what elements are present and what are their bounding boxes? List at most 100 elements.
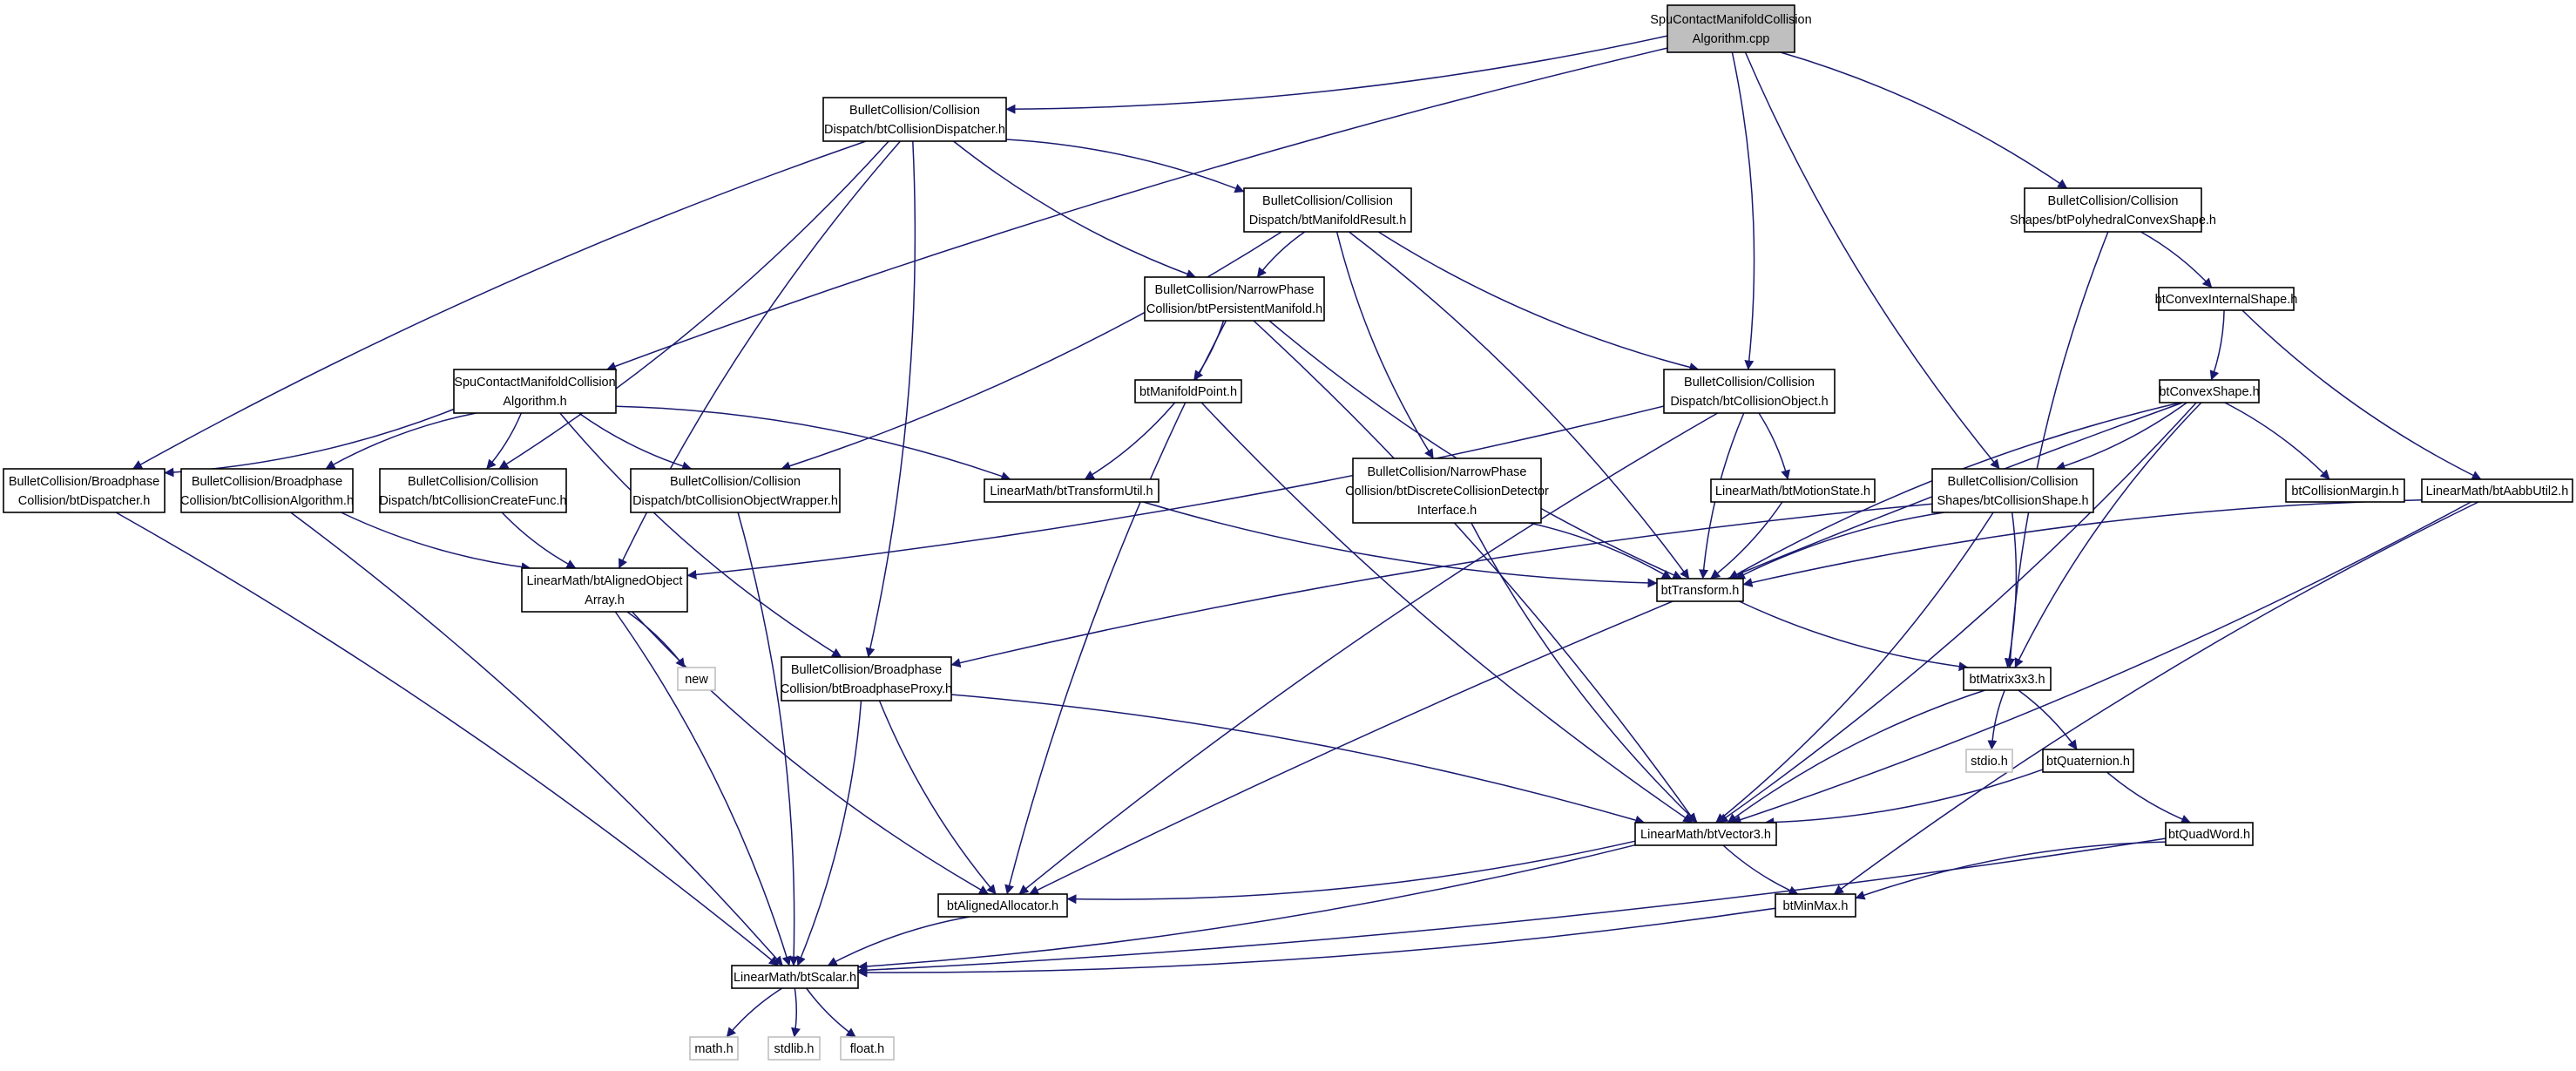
node-label-float-line-1: float.h — [850, 1042, 885, 1056]
node-label-colmargin-line-1: btCollisionMargin.h — [2291, 485, 2398, 498]
node-createfunc[interactable]: BulletCollision/CollisionDispatch/btColl… — [379, 468, 567, 513]
node-label-transform-line-1: btTransform.h — [1661, 584, 1740, 598]
node-label-objwrapper-line-2: Dispatch/btCollisionObjectWrapper.h — [632, 494, 838, 508]
node-box-colmargin — [2285, 478, 2405, 503]
node-discrete[interactable]: BulletCollision/NarrowPhaseCollision/btD… — [1345, 458, 1549, 524]
node-manifoldresult[interactable]: BulletCollision/CollisionDispatch/btMani… — [1243, 187, 1412, 233]
node-box-math — [689, 1036, 739, 1061]
node-label-proxy-line-1: BulletCollision/Broadphase — [791, 663, 942, 677]
node-label-objwrapper-line-1: BulletCollision/Collision — [670, 475, 801, 489]
node-label-stdio-line-1: stdio.h — [1971, 755, 2008, 769]
node-box-allocator — [937, 893, 1068, 918]
edge-vector3-to-scalar — [857, 844, 1636, 972]
node-label-discrete-line-2: Collision/btDiscreteCollisionDetector — [1345, 485, 1549, 498]
edge-scalar-to-float — [806, 987, 856, 1038]
edge-btdispatcher-to-scalar — [115, 512, 779, 966]
node-label-colobject-line-1: BulletCollision/Collision — [1684, 376, 1815, 390]
node-label-dispatcher-line-1: BulletCollision/Collision — [849, 104, 980, 118]
node-label-createfunc-line-1: BulletCollision/Collision — [408, 475, 538, 489]
edge-dispatcher-to-persistent — [953, 140, 1197, 279]
node-allocator[interactable]: btAlignedAllocator.h — [937, 893, 1068, 918]
node-scalar[interactable]: LinearMath/btScalar.h — [731, 965, 859, 989]
node-label-discrete-line-3: Interface.h — [1417, 504, 1477, 518]
node-label-stdlib-line-1: stdlib.h — [774, 1042, 815, 1056]
edge-scalar-to-stdlib — [791, 987, 801, 1038]
node-label-math-line-1: math.h — [694, 1042, 733, 1056]
node-proxy[interactable]: BulletCollision/BroadphaseCollision/btBr… — [781, 656, 952, 702]
edge-quadword-to-minmax — [1855, 841, 2167, 900]
node-colshape[interactable]: BulletCollision/CollisionShapes/btCollis… — [1931, 468, 2094, 513]
node-box-convexinternal — [2158, 287, 2295, 311]
node-btdispatcher[interactable]: BulletCollision/BroadphaseCollision/btDi… — [3, 468, 166, 513]
node-box-alignedarray — [521, 567, 688, 613]
node-label-createfunc-line-2: Dispatch/btCollisionCreateFunc.h — [379, 494, 566, 508]
node-motionstate[interactable]: LinearMath/btMotionState.h — [1710, 478, 1876, 503]
node-transform[interactable]: btTransform.h — [1656, 578, 1744, 602]
node-minmax[interactable]: btMinMax.h — [1775, 893, 1856, 918]
node-box-new — [677, 667, 716, 691]
node-label-manifoldresult-line-2: Dispatch/btManifoldResult.h — [1249, 214, 1407, 227]
edge-manifoldresult-to-persistent — [1256, 231, 1306, 278]
edge-manifoldresult-to-transform — [1349, 231, 1690, 580]
node-stdio[interactable]: stdio.h — [1965, 749, 2013, 773]
edge-quaternion-to-vector3 — [1764, 769, 2044, 828]
node-label-alignedarray-line-1: LinearMath/btAlignedObject — [527, 574, 683, 588]
node-label-proxy-line-2: Collision/btBroadphaseProxy.h — [781, 682, 952, 696]
node-label-spucma-line-1: SpuContactManifoldCollision — [454, 376, 615, 390]
node-box-stdlib — [767, 1036, 821, 1061]
edge-discrete-to-vector3 — [1471, 522, 1698, 824]
edge-objwrapper-to-scalar — [737, 512, 799, 966]
node-colmargin[interactable]: btCollisionMargin.h — [2285, 478, 2405, 503]
edge-manifoldresult-to-discrete — [1335, 231, 1434, 459]
node-objwrapper[interactable]: BulletCollision/CollisionDispatch/btColl… — [630, 468, 841, 513]
node-label-btdispatcher-line-2: Collision/btDispatcher.h — [18, 494, 151, 508]
node-dispatcher[interactable]: BulletCollision/CollisionDispatch/btColl… — [822, 97, 1007, 142]
node-label-manifoldresult-line-1: BulletCollision/Collision — [1262, 194, 1393, 208]
edge-spucma-to-transformutil — [615, 405, 1011, 481]
node-colalgorithm[interactable]: BulletCollision/BroadphaseCollision/btCo… — [180, 468, 354, 513]
node-quaternion[interactable]: btQuaternion.h — [2042, 749, 2134, 773]
node-polyconvex[interactable]: BulletCollision/CollisionShapes/btPolyhe… — [2010, 187, 2216, 233]
node-label-new-line-1: new — [685, 673, 708, 687]
node-box-btdispatcher — [3, 468, 166, 513]
node-aabbutil[interactable]: LinearMath/btAabbUtil2.h — [2421, 478, 2573, 503]
node-colobject[interactable]: BulletCollision/CollisionDispatch/btColl… — [1663, 369, 1836, 414]
node-label-scalar-line-1: LinearMath/btScalar.h — [734, 971, 856, 985]
node-label-colshape-line-1: BulletCollision/Collision — [1948, 475, 2079, 489]
node-stdlib[interactable]: stdlib.h — [767, 1036, 821, 1061]
node-math[interactable]: math.h — [689, 1036, 739, 1061]
node-transformutil[interactable]: LinearMath/btTransformUtil.h — [984, 478, 1160, 503]
edge-colshape-to-matrix — [2004, 512, 2018, 668]
edge-convexshape-to-colshape — [2055, 402, 2187, 471]
edge-convexshape-to-colmargin — [2224, 402, 2330, 480]
node-box-float — [840, 1036, 895, 1061]
edge-persistent-to-vector3 — [1253, 320, 1697, 824]
node-box-discrete — [1352, 458, 1542, 524]
edge-dispatcher-to-createfunc — [498, 140, 889, 470]
node-label-quaternion-line-1: btQuaternion.h — [2046, 755, 2130, 769]
node-box-objwrapper — [630, 468, 841, 513]
edge-colshape-to-proxy — [950, 503, 1933, 668]
node-persistent[interactable]: BulletCollision/NarrowPhaseCollision/btP… — [1144, 276, 1325, 322]
edge-minmax-to-scalar — [857, 907, 1776, 978]
node-new[interactable]: new — [677, 667, 716, 691]
node-box-minmax — [1775, 893, 1856, 918]
node-box-stdio — [1965, 749, 2013, 773]
edge-convexinternal-to-aabbutil — [2241, 309, 2482, 480]
node-convexshape[interactable]: btConvexShape.h — [2159, 379, 2260, 403]
edge-convexshape-to-matrix — [2014, 402, 2202, 668]
edge-persistent-to-allocator — [1004, 320, 1227, 895]
edge-manifoldpoint-to-transformutil — [1084, 402, 1176, 480]
node-float[interactable]: float.h — [840, 1036, 895, 1061]
node-vector3[interactable]: LinearMath/btVector3.h — [1634, 822, 1777, 846]
node-matrix[interactable]: btMatrix3x3.h — [1963, 667, 2052, 691]
node-box-motionstate — [1710, 478, 1876, 503]
node-convexinternal[interactable]: btConvexInternalShape.h — [2155, 287, 2298, 311]
node-label-persistent-line-2: Collision/btPersistentManifold.h — [1146, 302, 1322, 316]
node-manifoldpoint[interactable]: btManifoldPoint.h — [1134, 379, 1242, 403]
node-quadword[interactable]: btQuadWord.h — [2165, 822, 2254, 846]
